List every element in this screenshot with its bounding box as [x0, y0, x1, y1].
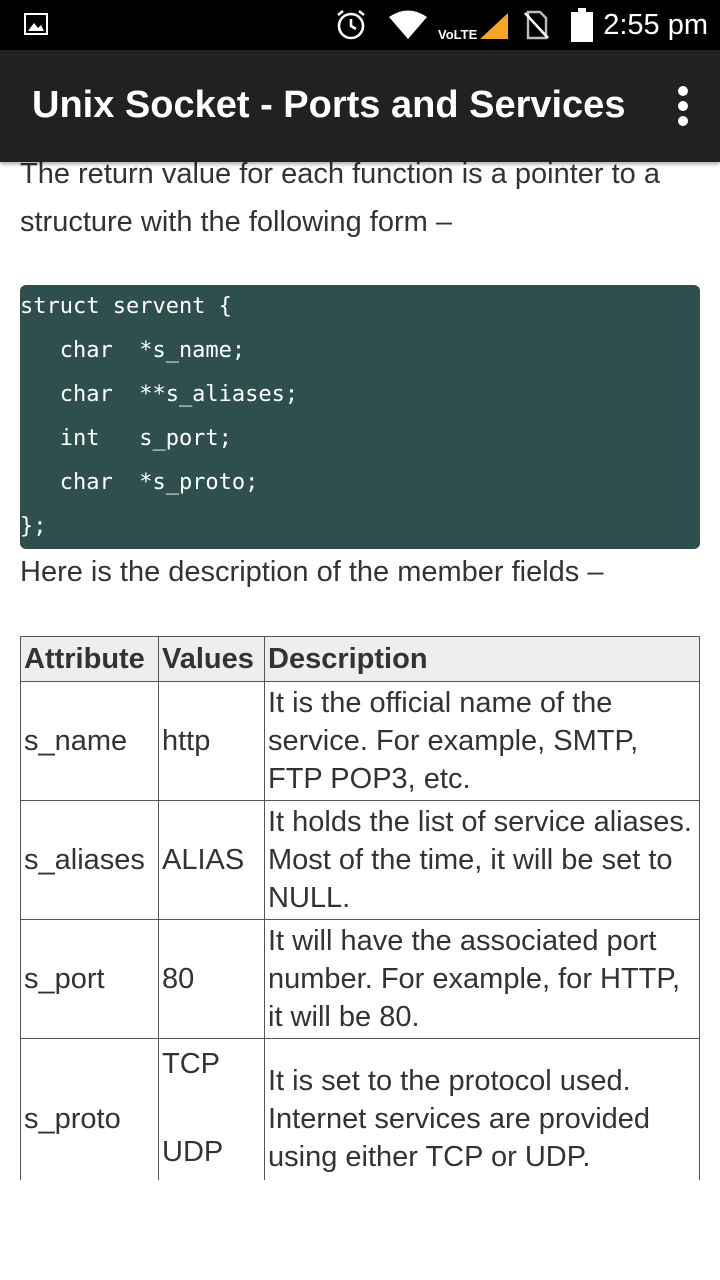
cell-value-udp: UDP [162, 1136, 224, 1168]
column-header-values: Values [158, 636, 265, 682]
cell-description: It will have the associated port number.… [264, 919, 700, 1039]
cell-attribute: s_proto [20, 1038, 159, 1180]
cell-attribute: s_aliases [20, 800, 159, 920]
cell-description: It is set to the protocol used. Internet… [264, 1038, 700, 1180]
table-row: s_proto TCP UDP It is set to the protoco… [20, 1038, 700, 1180]
code-line: char *s_proto; [20, 470, 259, 495]
cell-attribute: s_port [20, 919, 159, 1039]
code-line: char *s_name; [20, 338, 246, 363]
battery-icon [571, 8, 593, 42]
alarm-icon [337, 9, 365, 40]
table-header-row: Attribute Values Description [20, 636, 700, 682]
cell-value-tcp: TCP [162, 1048, 220, 1080]
code-block: struct servent { char *s_name; char **s_… [20, 285, 700, 549]
table-row: s_name http It is the official name of t… [20, 681, 700, 801]
column-header-description: Description [264, 636, 700, 682]
signal-icon [480, 13, 508, 39]
intro-paragraph: The return value for each function is a … [20, 162, 660, 238]
cell-attribute: s_name [20, 681, 159, 801]
cell-values: TCP UDP [158, 1038, 265, 1180]
page-title: Unix Socket - Ports and Services [32, 84, 626, 126]
wifi-icon [389, 10, 427, 39]
code-line: int s_port; [20, 426, 232, 451]
bottom-blank-area [0, 1180, 720, 1280]
description-intro: Here is the description of the member fi… [20, 556, 604, 588]
table-row: s_aliases ALIAS It holds the list of ser… [20, 800, 700, 920]
cell-values: 80 [158, 919, 265, 1039]
app-bar: Unix Socket - Ports and Services [0, 50, 720, 162]
cell-values: ALIAS [158, 800, 265, 920]
code-line: }; [20, 514, 47, 539]
overflow-menu-icon[interactable] [674, 86, 694, 126]
gallery-icon [24, 13, 48, 35]
status-bar: VoLTE 2:55 pm [0, 0, 720, 50]
article-content[interactable]: The return value for each function is a … [0, 162, 720, 1180]
cell-values: http [158, 681, 265, 801]
table-row: s_port 80 It will have the associated po… [20, 919, 700, 1039]
no-sim-icon [524, 10, 549, 40]
cell-description: It holds the list of service aliases. Mo… [264, 800, 700, 920]
member-fields-table: Attribute Values Description s_name http… [20, 636, 700, 1180]
network-label: VoLTE [438, 27, 478, 42]
cell-description: It is the official name of the service. … [264, 681, 700, 801]
column-header-attribute: Attribute [20, 636, 159, 682]
code-line: char **s_aliases; [20, 382, 299, 407]
status-time: 2:55 pm [603, 9, 708, 41]
code-line: struct servent { [20, 294, 232, 319]
